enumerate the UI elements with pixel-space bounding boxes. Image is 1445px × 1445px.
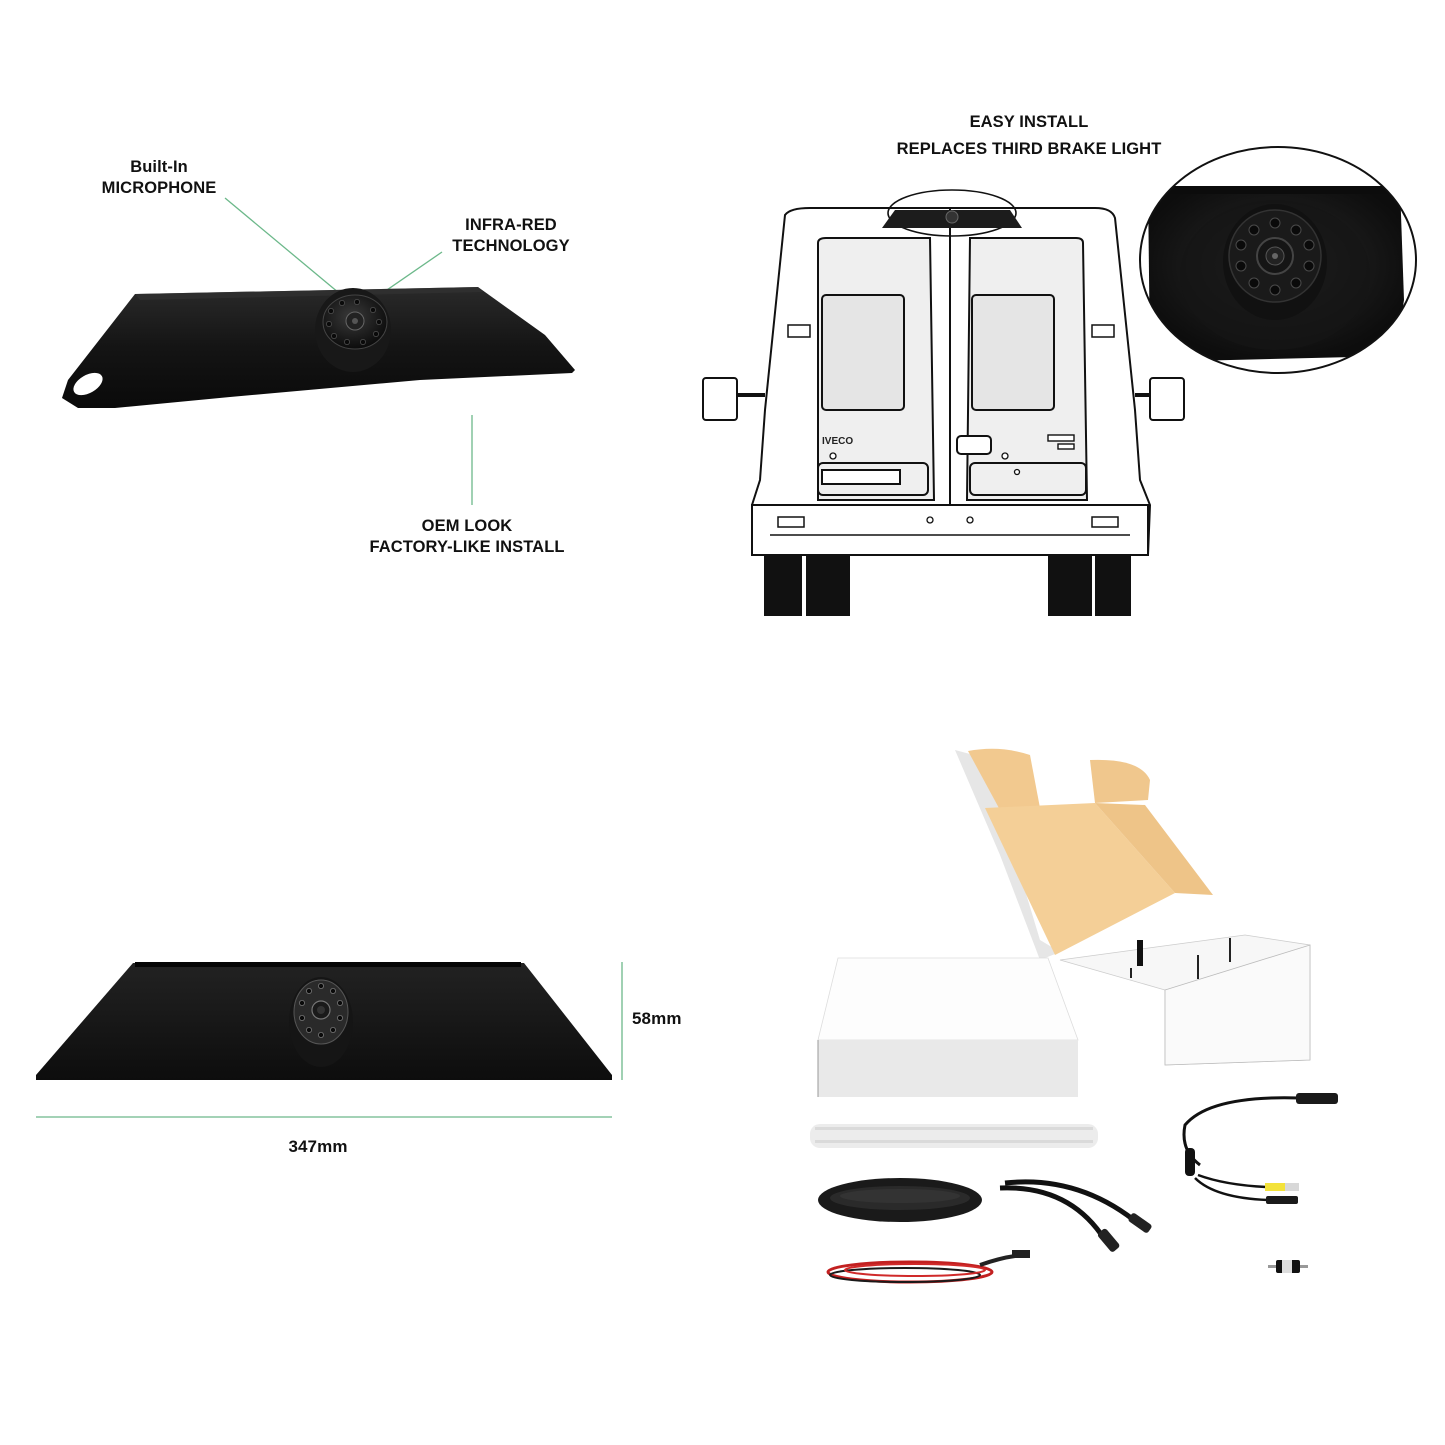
- width-dimension-label: 347mm: [288, 1137, 348, 1156]
- box-lid-flap: [968, 748, 1040, 810]
- height-dimension-label: 58mm: [632, 1009, 682, 1028]
- svg-text:IVECO: IVECO: [822, 436, 853, 447]
- install-heading: EASY INSTALL REPLACES THIRD BRAKE LIGHT: [896, 113, 1162, 158]
- leader-microphone: [224, 197, 346, 299]
- callout-microphone: Built-In MICROPHONE: [101, 158, 217, 197]
- callout-oem: OEM LOOK FACTORY-LIKE INSTALL: [369, 517, 565, 556]
- extension-cable: [818, 1178, 1152, 1252]
- power-cable: [826, 1250, 1030, 1284]
- box-lid-inner: [985, 803, 1175, 955]
- rca-coupler: [1268, 1260, 1308, 1273]
- rca-adapter-cable: [1182, 1093, 1338, 1204]
- callout-infrared: INFRA-RED TECHNOLOGY: [452, 216, 570, 255]
